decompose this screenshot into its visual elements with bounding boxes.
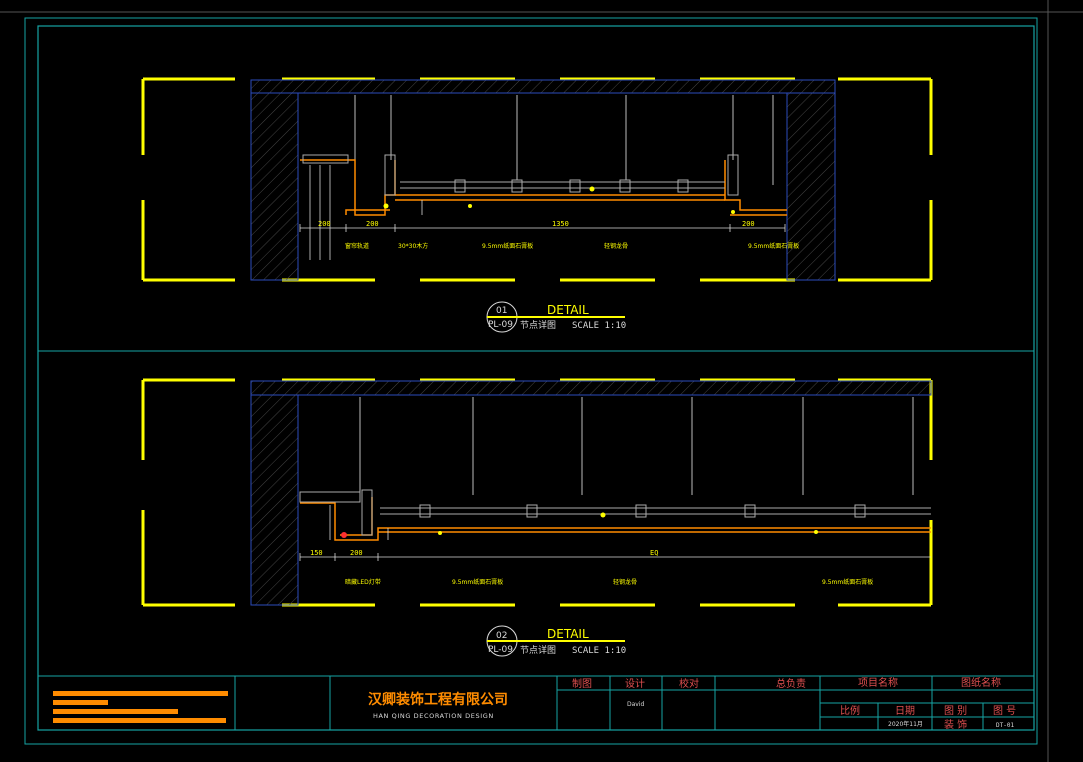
header-chief: 总负责 [776, 677, 806, 690]
detail-1-subtitle: 节点详图 [520, 319, 556, 331]
material-label: 30*30木方 [398, 242, 428, 250]
material-label: 暗藏LED灯带 [345, 578, 381, 586]
header-draw: 制图 [572, 677, 592, 690]
detail-1-scale: SCALE 1:10 [572, 321, 626, 331]
detail-1-heading: DETAIL [547, 303, 589, 317]
detail-2-subtitle: 节点详图 [520, 644, 556, 656]
detail-1-sheet: PL-09 [488, 320, 513, 330]
drawing-no-value: DT-01 [996, 722, 1014, 729]
header-drawing-name: 图纸名称 [961, 676, 1001, 689]
material-label: 9.5mm纸面石膏板 [822, 578, 873, 586]
dim-label: EQ [650, 549, 658, 557]
header-date: 日期 [895, 705, 915, 717]
header-drawing-no: 图 号 [993, 705, 1016, 717]
header-category: 图 别 [944, 705, 967, 717]
dim-label: 150 [310, 549, 323, 557]
detail-2-title: 02 PL-09 DETAIL 节点详图 SCALE 1:10 [486, 625, 626, 657]
category-value: 装 饰 [944, 718, 967, 731]
detail-1-title: 01 PL-09 DETAIL 节点详图 SCALE 1:10 [486, 301, 626, 333]
material-label: 9.5mm纸面石膏板 [452, 578, 503, 586]
designer-name: David [627, 701, 645, 708]
dim-label: 1350 [552, 220, 569, 228]
detail-1-drawing: 200 200 1350 200 窗帘轨道 30*30木方 9.5mm纸面石膏板… [141, 77, 933, 282]
header-check: 校对 [679, 677, 699, 690]
detail-2-drawing: 150 200 EQ 暗藏LED灯带 9.5mm纸面石膏板 轻钢龙骨 9.5mm… [141, 378, 933, 607]
material-label: 9.5mm纸面石膏板 [482, 242, 533, 250]
title-block: 汉卿装饰工程有限公司 HAN QING DECORATION DESIGN 制图… [37, 675, 1035, 731]
detail-2-sheet: PL-09 [488, 645, 513, 655]
logo-bars [53, 691, 228, 723]
detail-2-number: 02 [496, 631, 507, 641]
detail-2-scale: SCALE 1:10 [572, 646, 626, 656]
header-project-name: 项目名称 [858, 676, 898, 689]
company-name-en: HAN QING DECORATION DESIGN [373, 712, 494, 720]
material-label: 窗帘轨道 [345, 242, 369, 250]
date-value: 2020年11月 [888, 720, 923, 728]
company-name-cn: 汉卿装饰工程有限公司 [368, 691, 508, 708]
material-label: 轻钢龙骨 [604, 242, 628, 250]
dim-label: 200 [318, 220, 331, 228]
header-design: 设计 [625, 677, 645, 690]
material-label: 轻钢龙骨 [613, 578, 637, 586]
dim-label: 200 [350, 549, 363, 557]
dim-label: 200 [742, 220, 755, 228]
detail-1-number: 01 [496, 306, 507, 316]
dim-label: 200 [366, 220, 379, 228]
header-scale: 比例 [840, 704, 860, 717]
detail-2-heading: DETAIL [547, 627, 589, 641]
material-label: 9.5mm纸面石膏板 [748, 242, 799, 250]
